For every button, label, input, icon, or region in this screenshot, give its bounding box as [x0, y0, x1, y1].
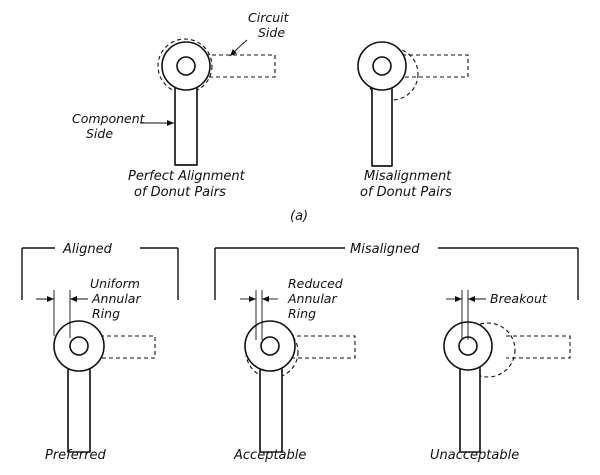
caption-unacceptable: Unacceptable [430, 448, 519, 463]
caption-perfect-line1: Perfect Alignment [128, 169, 246, 184]
caption-perfect-line2: of Donut Pairs [134, 185, 226, 200]
caption-misalignment-line2: of Donut Pairs [360, 185, 452, 200]
unacceptable-annot: Breakout [490, 291, 548, 306]
unacceptable-drawing [443, 290, 571, 453]
acceptable-annot-line1: Reduced [288, 276, 343, 291]
preferred-circuit-trace [93, 335, 156, 359]
acceptable-circuit-trace [290, 335, 356, 359]
circuit-side-leader [229, 39, 248, 57]
caption-acceptable: Acceptable [233, 448, 306, 463]
acceptable-annot-line2: Annular [287, 291, 337, 306]
preferred-component-trace [67, 361, 91, 453]
header-aligned: Aligned [62, 242, 113, 257]
callout-component-line2: Side [86, 126, 113, 141]
preferred-annot-line3: Ring [92, 306, 120, 321]
aligned-bracket [21, 247, 179, 300]
part-a-label: (a) [290, 209, 308, 224]
acceptable-drawing [240, 290, 356, 453]
acceptable-annot-line3: Ring [288, 306, 316, 321]
caption-misalignment-line1: Misalignment [364, 169, 452, 184]
preferred-annot-line2: Annular [91, 291, 141, 306]
acceptable-component-trace [259, 361, 283, 453]
unacceptable-circuit-trace [506, 335, 571, 359]
perfect-alignment-drawing [140, 38, 276, 166]
unacceptable-component-trace [459, 361, 481, 453]
callout-circuit-line2: Side [258, 25, 285, 40]
misaligned-bracket [214, 247, 579, 300]
preferred-hole [69, 336, 89, 356]
plated-hole-misaligned [372, 56, 392, 76]
callout-circuit-line1: Circuit [248, 10, 290, 25]
caption-preferred: Preferred [45, 448, 106, 463]
misalignment-drawing [357, 41, 469, 167]
header-misaligned: Misaligned [350, 242, 420, 257]
callout-component-line1: Component [72, 111, 146, 126]
circuit-side-trace-misaligned [402, 54, 469, 78]
component-side-trace [174, 79, 198, 166]
plated-hole [176, 56, 196, 76]
preferred-drawing [36, 290, 156, 453]
circuit-side-trace [205, 54, 276, 78]
acceptable-hole [260, 336, 280, 356]
preferred-annot-line1: Uniform [90, 276, 140, 291]
component-side-trace-misaligned [371, 85, 393, 167]
